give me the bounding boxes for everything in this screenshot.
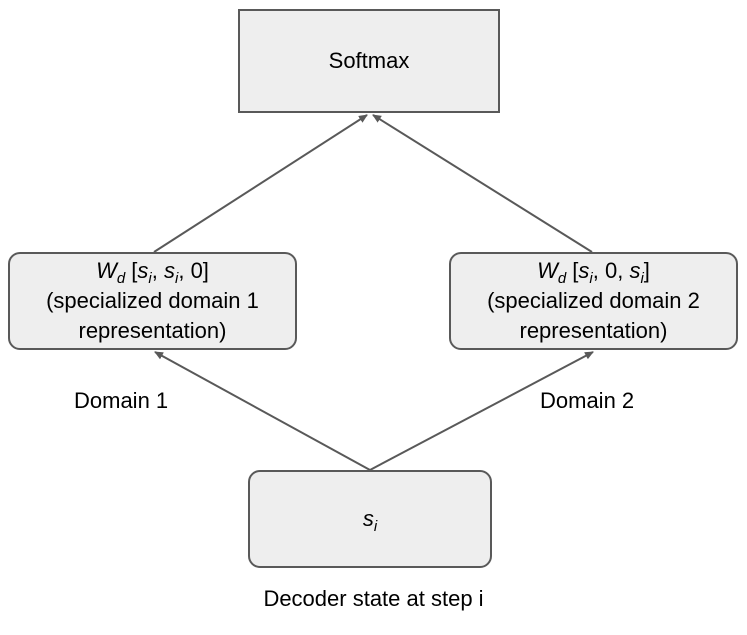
formula-middle: , 0,	[592, 258, 630, 283]
decoder-state-node: si	[248, 470, 492, 568]
arrow-domain2-to-softmax	[372, 114, 593, 253]
formula-state-subscript: i	[640, 270, 644, 287]
domain2-formula: Wd [si, 0, si]	[537, 256, 650, 286]
softmax-node: Softmax	[238, 9, 500, 113]
arrow-state-to-domain2	[369, 351, 594, 471]
formula-state-subscript: i	[148, 270, 152, 287]
formula-weight-subscript: d	[557, 270, 567, 287]
arrow-state-to-domain1	[154, 351, 371, 471]
formula-state-symbol: s	[578, 258, 590, 283]
formula-state-subscript: i	[175, 270, 179, 287]
domain2-description-line: representation)	[519, 318, 668, 343]
softmax-label: Softmax	[328, 48, 410, 73]
domain1-formula: Wd [si, si, 0]	[96, 256, 209, 286]
decoder-state-symbol: si	[363, 504, 377, 534]
formula-open-bracket: [	[572, 258, 579, 283]
formula-state-subscript: i	[589, 270, 593, 287]
domain1-description-line: (specialized domain 1	[46, 288, 259, 313]
domain2-representation-node: Wd [si, 0, si] (specialized domain 2 rep…	[449, 252, 738, 350]
domain1-representation-node: Wd [si, si, 0] (specialized domain 1 rep…	[8, 252, 297, 350]
formula-tail: , 0]	[178, 258, 209, 283]
domain1-edge-label: Domain 1	[74, 388, 169, 413]
domain2-edge-label: Domain 2	[540, 388, 635, 413]
formula-weight-symbol: W	[537, 258, 558, 283]
formula-weight-subscript: d	[116, 270, 126, 287]
formula-state-symbol: s	[629, 258, 641, 283]
formula-open-bracket: [	[131, 258, 138, 283]
formula-state-symbol: s	[164, 258, 175, 283]
state-variable-subscript: i	[373, 518, 378, 535]
formula-separator: ,	[151, 258, 164, 283]
state-variable: s	[362, 506, 374, 531]
formula-weight-symbol: W	[96, 258, 117, 283]
formula-close-bracket: ]	[643, 258, 650, 283]
arrow-domain1-to-softmax	[153, 114, 368, 253]
domain2-description-line: (specialized domain 2	[487, 288, 700, 313]
decoder-state-caption: Decoder state at step i	[263, 586, 484, 611]
domain1-description-line: representation)	[78, 318, 227, 343]
formula-state-symbol: s	[137, 258, 149, 283]
